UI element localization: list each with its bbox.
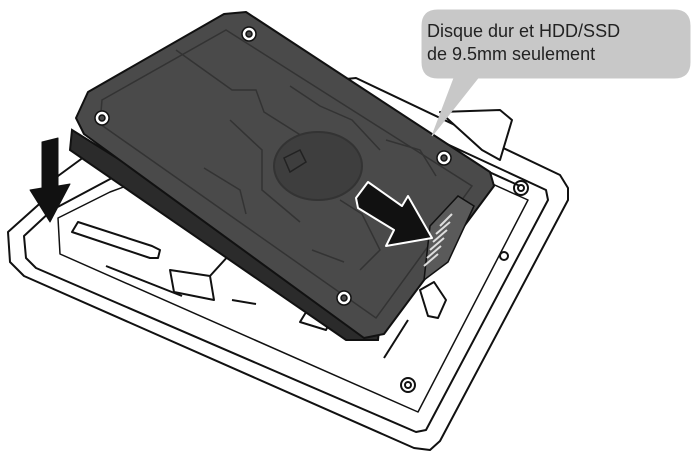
drive-screw-holes — [94, 26, 452, 306]
tray-screw-holes — [400, 180, 529, 393]
arrow-down-icon — [29, 137, 71, 223]
callout-bubble — [421, 9, 691, 137]
arrow-right-icon — [355, 181, 433, 247]
callout-text: Disque dur et HDD/SSD de 9.5mm seulement — [427, 20, 682, 66]
callout-line-1: Disque dur et HDD/SSD — [427, 21, 621, 41]
drive-pcb-traces — [175, 49, 437, 271]
callout-line-2: de 9.5mm seulement — [427, 44, 596, 64]
sata-connector — [423, 195, 475, 282]
hard-drive — [68, 11, 495, 341]
drive-spindle — [273, 131, 363, 201]
